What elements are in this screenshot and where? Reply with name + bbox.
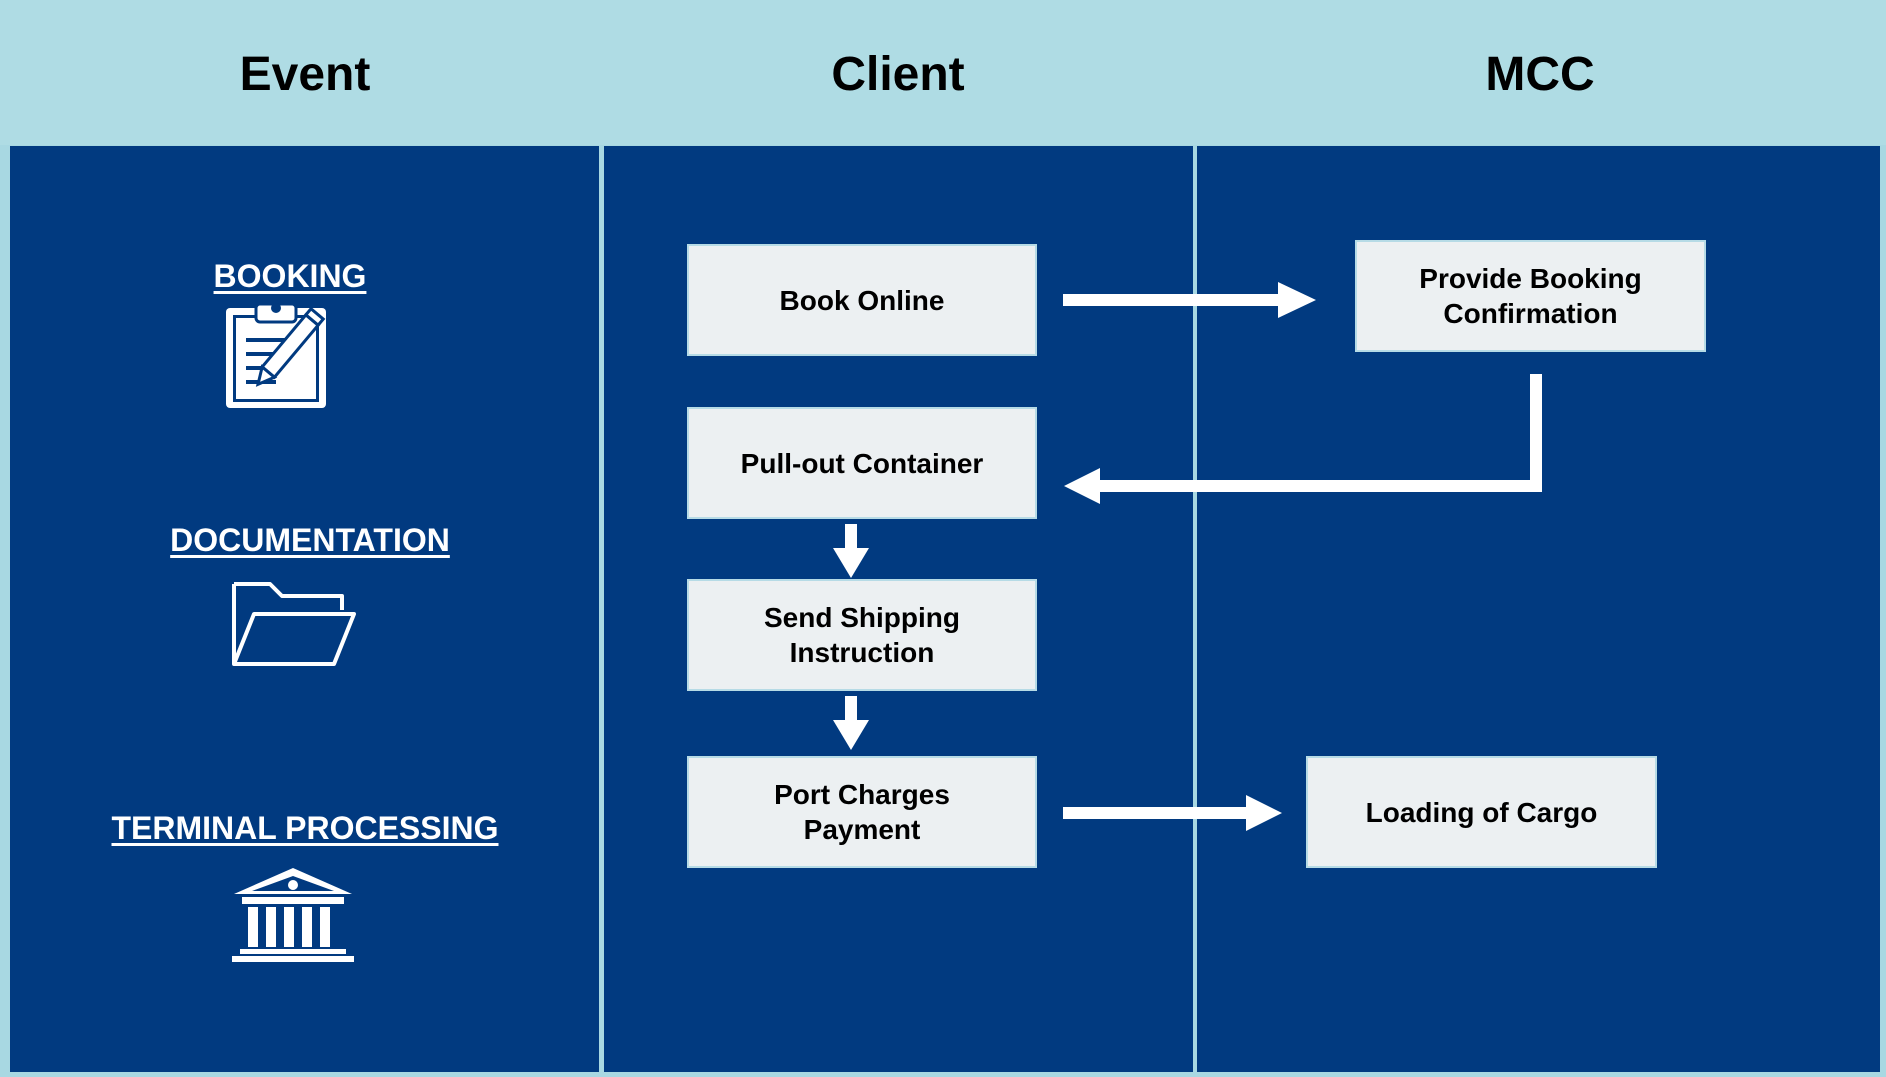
step-pull-out-container: Pull-out Container [687,407,1037,519]
arrow-pullout-to-shipping [833,524,869,578]
column-header-event: Event [239,48,371,101]
step-send-shipping-instruction: Send Shipping Instruction [687,579,1037,691]
event-label-booking: BOOKING [213,258,367,294]
step-book-online: Book Online [687,244,1037,356]
column-header-mcc: MCC [1485,48,1595,101]
event-label-terminal-processing: TERMINAL PROCESSING [111,810,499,846]
step-provide-booking-confirmation: Provide Booking Confirmation [1355,240,1706,352]
clipboard-pencil-icon [220,298,360,413]
folder-icon [230,578,360,668]
header-band [0,0,1886,145]
event-label-documentation: DOCUMENTATION [170,522,450,558]
building-icon [230,864,356,964]
arrow-shipping-to-payment [833,696,869,750]
column-header-client: Client [831,48,965,101]
arrow-confirmation-to-pullout [1064,374,1542,504]
arrow-book-to-confirmation [1063,282,1316,318]
step-port-charges-payment: Port Charges Payment [687,756,1037,868]
step-loading-of-cargo: Loading of Cargo [1306,756,1657,868]
arrow-payment-to-loading [1063,795,1282,831]
